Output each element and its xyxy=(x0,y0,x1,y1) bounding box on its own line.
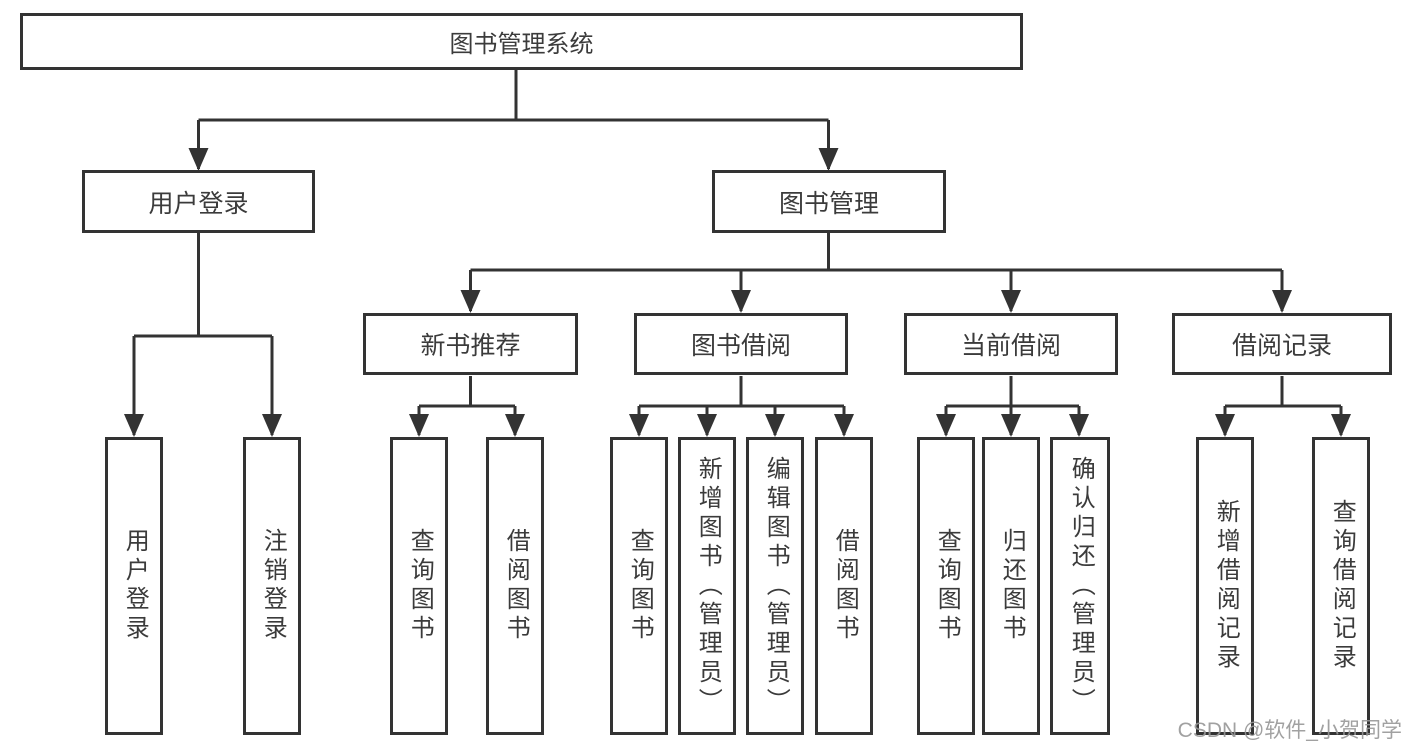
node-label: 查询借阅记录 xyxy=(1328,499,1356,673)
arrowhead-icon xyxy=(1331,414,1351,437)
node-leaf-query-book-current: 查询图书 xyxy=(917,437,975,735)
arrowhead-icon xyxy=(1272,290,1292,313)
arrowhead-icon xyxy=(834,414,854,437)
node-leaf-query-book-borrow: 查询图书 xyxy=(610,437,668,735)
node-label: 借阅图书 xyxy=(502,528,530,644)
node-label: 新增借阅记录 xyxy=(1212,499,1240,673)
arrowhead-icon xyxy=(818,148,839,171)
node-label: 确认归还（管理员） xyxy=(1067,455,1095,717)
node-leaf-add-book-admin: 新增图书（管理员） xyxy=(678,437,736,735)
connector-new-book-recommend-to-children xyxy=(417,376,517,435)
connector-user-login-to-children xyxy=(132,233,274,435)
arrowhead-icon xyxy=(1001,414,1021,437)
node-leaf-add-borrow-record: 新增借阅记录 xyxy=(1196,437,1254,735)
arrowhead-icon xyxy=(731,290,751,313)
node-book-borrow: 图书借阅 xyxy=(634,313,848,375)
arrowhead-icon xyxy=(765,414,785,437)
connector-book-management-to-level3 xyxy=(469,233,1284,311)
node-label: 借阅图书 xyxy=(831,528,859,644)
arrowhead-icon xyxy=(936,414,956,437)
node-label: 图书管理 xyxy=(778,189,879,218)
node-label: 查询图书 xyxy=(933,528,961,644)
arrowhead-icon xyxy=(1069,414,1089,437)
node-leaf-edit-book-admin: 编辑图书（管理员） xyxy=(746,437,804,735)
node-label: 用户登录 xyxy=(148,189,249,218)
arrowhead-icon xyxy=(629,414,649,437)
node-leaf-logout: 注销登录 xyxy=(243,437,301,735)
node-label: 用户登录 xyxy=(121,528,149,644)
node-leaf-return-book: 归还图书 xyxy=(982,437,1040,735)
arrowhead-icon xyxy=(460,290,481,313)
node-current-borrow: 当前借阅 xyxy=(904,313,1118,375)
connector-book-borrow-to-children xyxy=(637,376,846,435)
node-borrow-record: 借阅记录 xyxy=(1172,313,1392,375)
arrowheads xyxy=(124,148,1351,437)
node-book-management: 图书管理 xyxy=(712,170,946,233)
node-leaf-query-book-recommend: 查询图书 xyxy=(390,437,448,735)
arrowhead-icon xyxy=(505,414,525,437)
connector-root-to-level2 xyxy=(197,70,830,169)
arrowhead-icon xyxy=(1215,414,1235,437)
node-label: 新增图书（管理员） xyxy=(694,455,722,717)
node-label: 归还图书 xyxy=(998,528,1026,644)
node-label: 图书管理系统 xyxy=(449,31,594,58)
node-label: 当前借阅 xyxy=(960,332,1061,360)
node-leaf-user-login: 用户登录 xyxy=(105,437,163,735)
node-leaf-borrow-book-borrow: 借阅图书 xyxy=(815,437,873,735)
arrowhead-icon xyxy=(188,148,209,171)
watermark: CSDN @软件_小贺同学 xyxy=(1177,719,1402,742)
arrowhead-icon xyxy=(409,414,429,437)
node-label: 新书推荐 xyxy=(420,332,521,360)
node-label: 图书借阅 xyxy=(690,332,791,360)
node-label: 注销登录 xyxy=(259,528,287,644)
node-label: 查询图书 xyxy=(626,528,654,644)
node-leaf-borrow-book-recommend: 借阅图书 xyxy=(486,437,544,735)
node-user-login: 用户登录 xyxy=(82,170,315,233)
arrowhead-icon xyxy=(697,414,717,437)
arrowhead-icon xyxy=(124,414,144,437)
node-label: 借阅记录 xyxy=(1231,332,1332,360)
node-library-management-system: 图书管理系统 xyxy=(20,13,1023,70)
node-label: 查询图书 xyxy=(406,528,434,644)
node-leaf-confirm-return-admin: 确认归还（管理员） xyxy=(1050,437,1110,735)
arrowhead-icon xyxy=(1001,290,1021,313)
connector-borrow-record-to-children xyxy=(1223,376,1343,435)
node-label: 编辑图书（管理员） xyxy=(762,455,790,717)
node-leaf-query-borrow-record: 查询借阅记录 xyxy=(1312,437,1370,735)
arrowhead-icon xyxy=(262,414,282,437)
node-new-book-recommend: 新书推荐 xyxy=(363,313,578,375)
